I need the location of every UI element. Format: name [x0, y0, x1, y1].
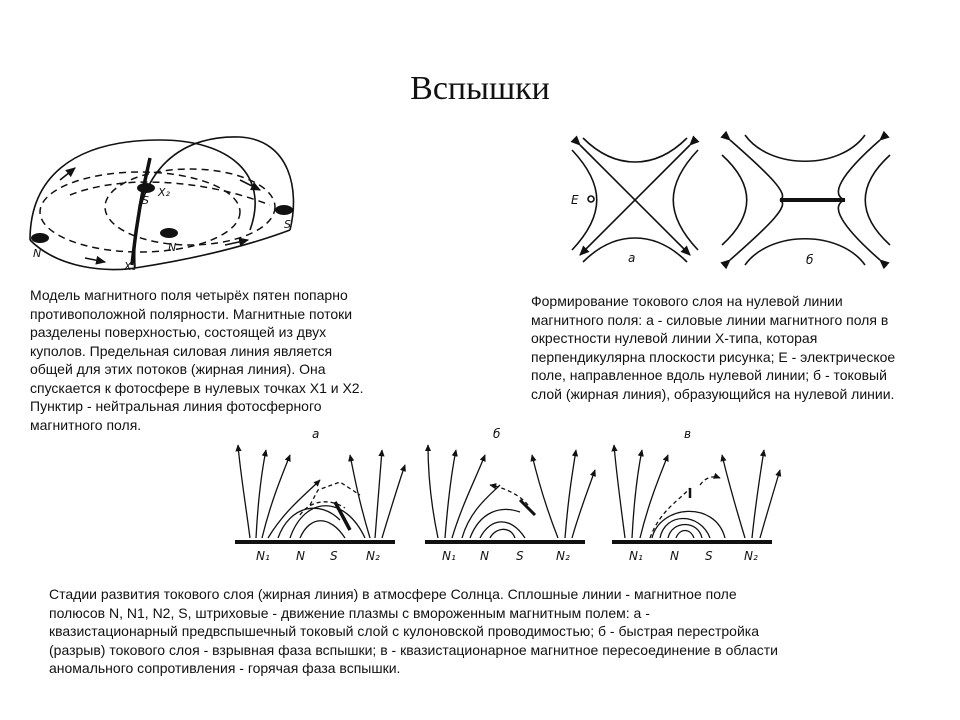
neutral-line-dashed-1: [39, 171, 241, 253]
stage-panel-c: [611, 444, 782, 544]
neutral-line-dashed-2: [104, 168, 276, 246]
stage-panel-b: [424, 444, 596, 544]
x-hyperbola-left: [571, 149, 598, 251]
pole-c-n: N: [670, 549, 679, 563]
pole-a-n1: N₁: [256, 549, 270, 563]
right-dome-line: [134, 136, 295, 269]
sheet-outer-bottom: [744, 238, 866, 266]
pole-c-n2: N₂: [744, 549, 758, 563]
pole-b-s: S: [516, 549, 524, 563]
sheet-outer-top: [744, 134, 866, 162]
four-spot-model-caption: Модель магнитного поля четырёх пятен поп…: [30, 287, 364, 433]
spot-s-right: [275, 205, 293, 215]
label-s-right: S: [284, 218, 291, 231]
spot-s-center: [137, 183, 155, 193]
label-x1: X₁: [123, 260, 136, 273]
panel-label-b: б: [493, 427, 501, 441]
x-line-diagonal-2: [579, 135, 700, 256]
page-title: Вспышки: [410, 70, 550, 107]
stage-b-current-sheet: [518, 498, 537, 517]
x-hyperbola-bottom: [582, 237, 688, 263]
pole-b-n2: N₂: [556, 549, 570, 563]
label-a: а: [628, 251, 635, 265]
x-type-null-line-caption: Формирование токового слоя на нулевой ли…: [531, 293, 896, 402]
limiting-field-line: [130, 157, 152, 266]
pole-c-s: S: [705, 549, 713, 563]
stage-a-current-sheet: [333, 501, 352, 531]
label-e: E: [571, 193, 579, 207]
label-s-center: S: [142, 194, 149, 207]
label-n-left: N: [33, 247, 41, 260]
e-field-symbol: [587, 195, 595, 203]
spot-n-left: [31, 233, 49, 243]
label-b: б: [806, 253, 814, 267]
panel-label-a: а: [312, 427, 319, 441]
pole-a-n: N: [296, 549, 305, 563]
label-n-center: N: [168, 241, 176, 254]
x-hyperbola-top: [582, 137, 688, 163]
stage-panel-a: [235, 444, 406, 544]
pole-a-s: S: [330, 549, 338, 563]
spot-n-center: [160, 228, 178, 238]
pole-c-n1: N₁: [629, 549, 643, 563]
sheet-outer-left: [721, 154, 748, 246]
panel-label-c: в: [684, 427, 691, 441]
x-hyperbola-right: [672, 149, 699, 251]
current-sheet-stages-caption: Стадии развития токового слоя (жирная ли…: [49, 586, 778, 676]
pole-b-n1: N₁: [442, 549, 456, 563]
pole-a-n2: N₂: [366, 549, 380, 563]
pole-b-n: N: [480, 549, 489, 563]
base-front-line: [29, 229, 291, 271]
label-x2: X₂: [157, 186, 171, 199]
sheet-outer-right: [864, 154, 891, 246]
